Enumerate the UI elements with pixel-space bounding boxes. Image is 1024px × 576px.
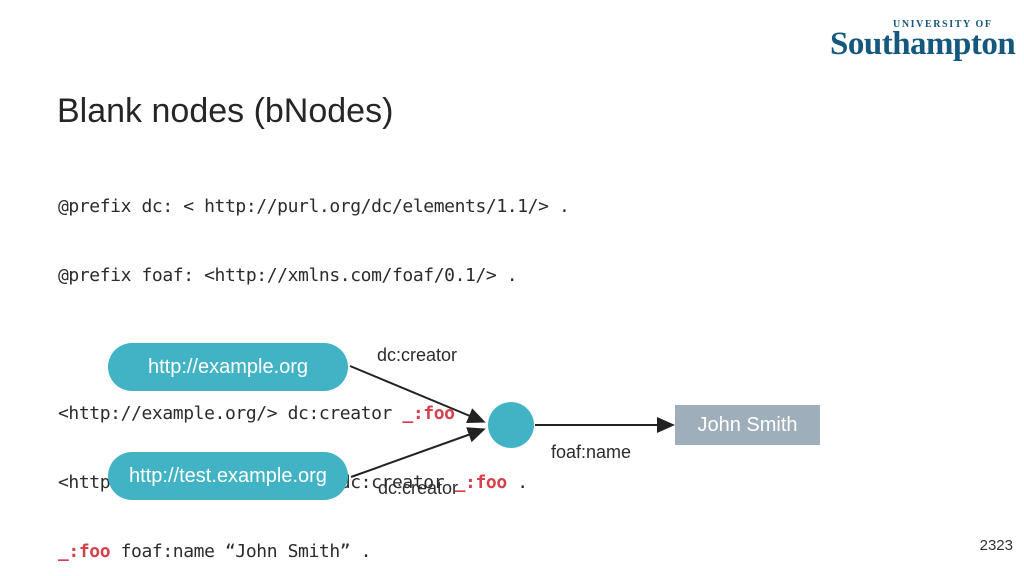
- code-line: @prefix dc: < http://purl.org/dc/element…: [58, 195, 570, 218]
- edge-label-dc-creator-top: dc:creator: [377, 345, 458, 365]
- code-text: <http://example.org/> dc:creator: [58, 403, 403, 424]
- southampton-logo: UNIVERSITY OF Southampton: [830, 16, 1016, 62]
- page-title: Blank nodes (bNodes): [57, 92, 394, 130]
- subject-node-label: http://example.org: [147, 355, 309, 378]
- code-bnode-token: _:foo: [58, 541, 111, 562]
- code-line: @prefix foaf: <http://xmlns.com/foaf/0.1…: [58, 264, 569, 287]
- logo-southampton-text: Southampton: [830, 26, 1016, 62]
- edge-label-dc-creator-bottom: dc:creator: [378, 478, 459, 498]
- literal-node-john-smith: John Smith: [675, 405, 820, 445]
- code-bnode-token: _:foo: [454, 472, 508, 493]
- blank-node-circle: [488, 402, 534, 448]
- code-text: foaf:name “John Smith” .: [110, 541, 372, 562]
- subject-node-label: http://test.example.org: [129, 464, 327, 487]
- edge-label-foaf-name: foaf:name: [551, 442, 632, 462]
- code-text: @prefix dc: < http://purl.org/dc/element…: [58, 196, 570, 217]
- code-text: @prefix foaf: <http://xmlns.com/foaf/0.1…: [58, 265, 518, 286]
- code-text: .: [506, 472, 528, 493]
- logo-university-of-text: UNIVERSITY OF: [893, 19, 993, 30]
- code-bnode-token: _:foo: [402, 403, 455, 424]
- code-line: _:foo foaf:name “John Smith” .: [58, 540, 569, 563]
- subject-node-test-example-org: http://test.example.org: [108, 452, 348, 500]
- code-text: .: [454, 403, 476, 424]
- slide-page-number: 2323: [979, 537, 1013, 554]
- subject-node-example-org: http://example.org: [108, 343, 348, 391]
- literal-node-label: John Smith: [697, 413, 798, 436]
